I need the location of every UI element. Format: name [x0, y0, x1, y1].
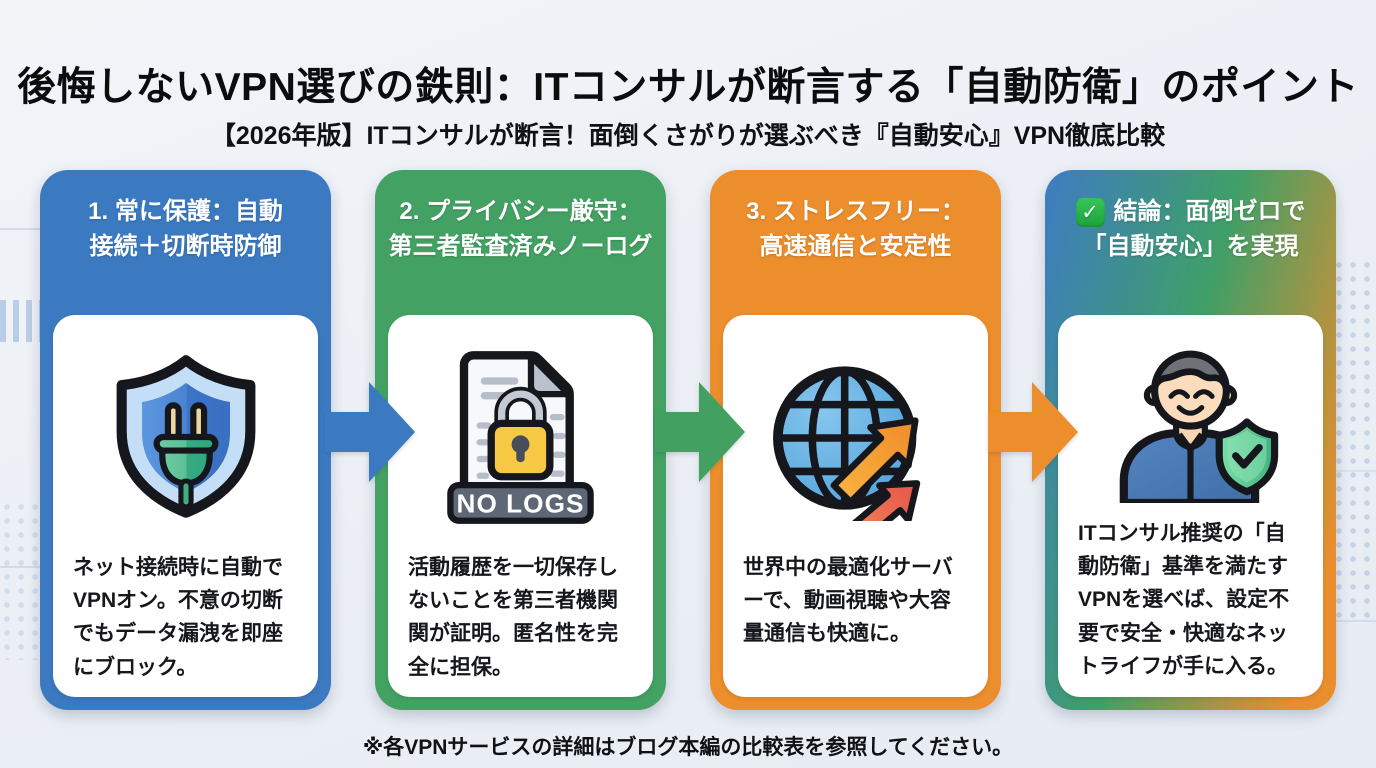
no-logs-document-icon: NO LOGS	[442, 339, 599, 535]
background-bars	[0, 300, 42, 342]
step-card-1: 1. 常に保護：自動 接続＋切断時防御	[40, 170, 331, 710]
step-card-3-header: 3. ストレスフリー： 高速通信と安定性	[710, 170, 1001, 315]
step-card-2-title-line1: 2. プライバシー厳守：	[399, 198, 642, 226]
footnote: ※各VPNサービスの詳細はブログ本編の比較表を参照してください。	[362, 736, 1014, 759]
step-card-3: 3. ストレスフリー： 高速通信と安定性	[710, 170, 1001, 710]
conclusion-card-panel: ITコンサル推奨の「自動防衛」基準を満たすVPNを選べば、設定不要で安全・快適な…	[1058, 315, 1323, 697]
step-card-2-panel: NO LOGS 活動履歴を一切保存しないことを第三者機関関が証明。匿名性を完全に…	[388, 315, 653, 697]
step-card-3-title-line1: 3. ストレスフリー：	[746, 198, 965, 226]
step-card-1-title-line2: 接続＋切断時防御	[89, 232, 282, 260]
conclusion-title-line2: 「自動安心」を実現	[1082, 232, 1299, 260]
no-logs-badge-label: NO LOGS	[457, 488, 585, 518]
flow-arrow-1-icon	[325, 382, 415, 482]
conclusion-card: ✓ 結論：面倒ゼロで 「自動安心」を実現	[1045, 170, 1336, 710]
flow-arrow-3-icon	[988, 382, 1078, 482]
step-card-1-text: ネット接続時に自動でVPNオン。不意の切断でもデータ漏洩を即座にブロック。	[73, 556, 283, 679]
step-card-3-title-line2: 高速通信と安定性	[759, 232, 952, 260]
step-card-2-header: 2. プライバシー厳守： 第三者監査済みノーログ	[375, 170, 666, 315]
conclusion-card-header: ✓ 結論：面倒ゼロで 「自動安心」を実現	[1045, 170, 1336, 315]
step-card-2-title-line2: 第三者監査済みノーログ	[388, 232, 653, 260]
conclusion-title-line1: 結論：面倒ゼロで	[1113, 198, 1306, 226]
step-card-3-panel: 世界中の最適化サーバーで、動画視聴や大容量通信も快適に。	[723, 315, 988, 697]
step-card-1-header: 1. 常に保護：自動 接続＋切断時防御	[40, 170, 331, 315]
step-card-3-text: 世界中の最適化サーバーで、動画視聴や大容量通信も快適に。	[743, 556, 953, 646]
shield-plug-icon	[107, 339, 265, 535]
step-card-2: 2. プライバシー厳守： 第三者監査済みノーログ	[375, 170, 666, 710]
step-card-1-title-line1: 1. 常に保護：自動	[88, 198, 283, 226]
consultant-shield-icon	[1101, 339, 1281, 507]
page-subtitle: 【2026年版】ITコンサルが断言！面倒くさがりが選ぶべき『自動安心』VPN徹底…	[210, 121, 1166, 150]
step-card-2-text: 活動履歴を一切保存しないことを第三者機関関が証明。匿名性を完全に担保。	[408, 556, 618, 679]
globe-speed-icon	[767, 339, 945, 535]
check-emoji-icon: ✓	[1075, 197, 1105, 227]
flow-arrow-2-icon	[655, 382, 745, 482]
page-title: 後悔しないVPN選びの鉄則：ITコンサルが断言する「自動防衛」のポイント	[17, 66, 1359, 110]
conclusion-card-text: ITコンサル推奨の「自動防衛」基準を満たすVPNを選べば、設定不要で安全・快適な…	[1078, 522, 1290, 678]
step-card-1-panel: ネット接続時に自動でVPNオン。不意の切断でもデータ漏洩を即座にブロック。	[53, 315, 318, 697]
